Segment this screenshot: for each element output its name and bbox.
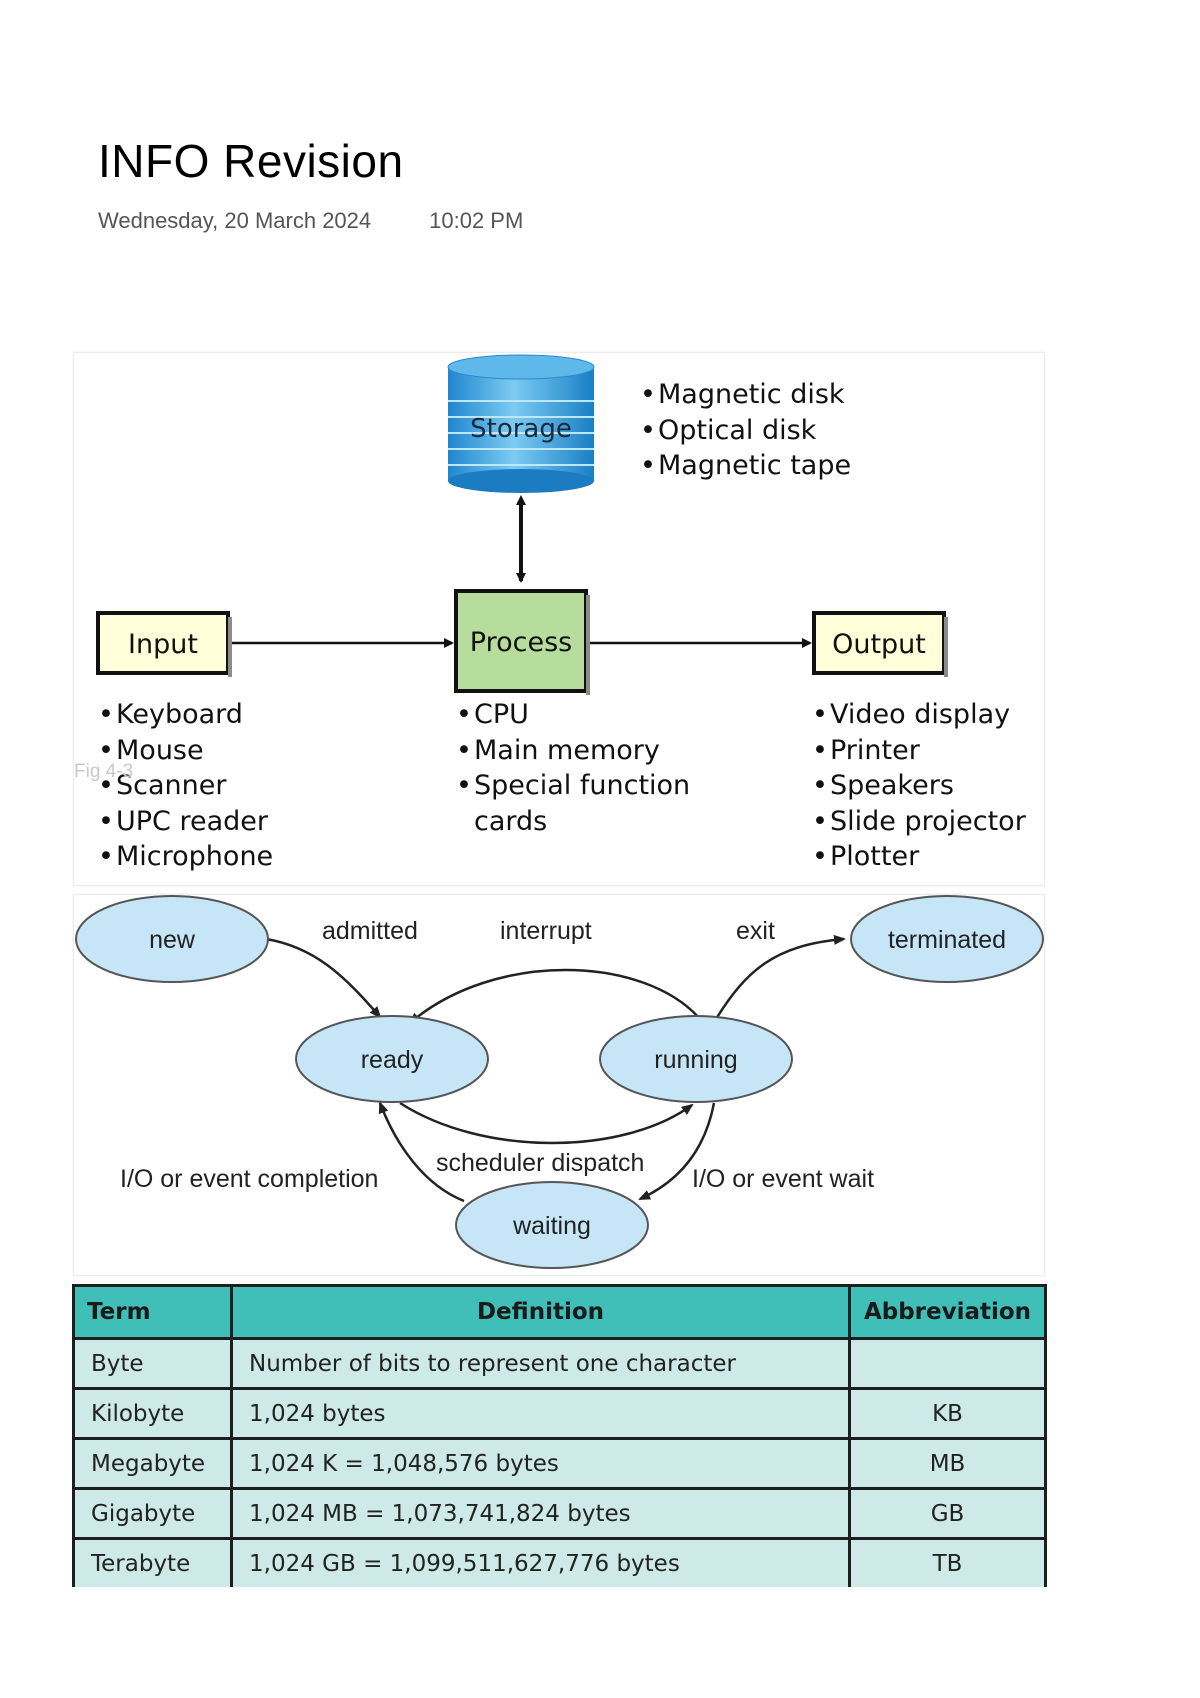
input-items: Keyboard Mouse Scanner UPC reader Microp… <box>98 697 273 875</box>
table-row: Terabyte 1,024 GB = 1,099,511,627,776 by… <box>72 1537 1047 1587</box>
edge-exit <box>714 934 846 1020</box>
state-ready: ready <box>295 1015 489 1103</box>
storage-item: Magnetic disk <box>640 377 851 413</box>
input-item: UPC reader <box>98 804 273 840</box>
input-item: Mouse <box>98 733 273 769</box>
state-running: running <box>599 1015 793 1103</box>
table-cell-term: Kilobyte <box>72 1387 233 1440</box>
storage-item: Magnetic tape <box>640 448 851 484</box>
ipo-diagram-graphics: Storage Input Process Output <box>96 354 948 695</box>
edge-io-wait <box>638 1102 716 1201</box>
table-cell-definition: 1,024 K = 1,048,576 bytes <box>230 1437 851 1490</box>
table-row: Byte Number of bits to represent one cha… <box>72 1337 1047 1390</box>
output-item: Speakers <box>812 768 1026 804</box>
table-cell-abbreviation: KB <box>848 1387 1047 1440</box>
label-exit: exit <box>736 917 775 945</box>
output-item: Printer <box>812 733 1026 769</box>
label-io-completion: I/O or event completion <box>120 1165 378 1193</box>
storage-label: Storage <box>470 414 572 444</box>
output-items: Video display Printer Speakers Slide pro… <box>812 697 1026 875</box>
state-terminated: terminated <box>850 895 1044 983</box>
table-cell-term: Megabyte <box>72 1437 233 1490</box>
edge-interrupt <box>408 968 701 1025</box>
ipo-diagram: Storage Input Process Output Magnetic di… <box>73 352 1045 886</box>
edge-scheduler-dispatch <box>399 1101 694 1145</box>
page-date: Wednesday, 20 March 2024 <box>98 208 372 233</box>
process-label: Process <box>470 627 572 658</box>
state-ready-label: ready <box>361 1046 424 1074</box>
edge-admitted <box>265 937 382 1019</box>
state-new-label: new <box>149 926 196 954</box>
figure-caption: Fig 4-3 <box>74 761 134 782</box>
table-cell-definition: Number of bits to represent one characte… <box>230 1337 851 1390</box>
table-cell-abbreviation: TB <box>848 1537 1047 1587</box>
page-time: 10:02 PM <box>429 208 524 233</box>
input-box: Input <box>96 611 232 677</box>
table-cell-definition: 1,024 bytes <box>230 1387 851 1440</box>
output-item: Slide projector <box>812 804 1026 840</box>
state-new: new <box>75 895 269 983</box>
table-cell-abbreviation: GB <box>848 1487 1047 1540</box>
table-cell-term: Byte <box>72 1337 233 1390</box>
state-waiting-label: waiting <box>512 1212 591 1240</box>
table-header-row: Term Definition Abbreviation <box>72 1284 1047 1340</box>
table-header-definition: Definition <box>230 1284 851 1340</box>
label-interrupt: interrupt <box>500 917 592 945</box>
input-item: Scanner <box>98 768 273 804</box>
input-item: Keyboard <box>98 697 273 733</box>
table-header-term: Term <box>72 1284 233 1340</box>
output-item: Plotter <box>812 839 1026 875</box>
process-box: Process <box>454 589 590 695</box>
state-running-label: running <box>654 1046 737 1074</box>
input-item: Microphone <box>98 839 273 875</box>
table-row: Megabyte 1,024 K = 1,048,576 bytes MB <box>72 1437 1047 1490</box>
process-item: CPU <box>456 697 690 733</box>
table-header-abbreviation: Abbreviation <box>848 1284 1047 1340</box>
label-io-wait: I/O or event wait <box>692 1165 874 1193</box>
table-cell-definition: 1,024 MB = 1,073,741,824 bytes <box>230 1487 851 1540</box>
state-diagram-graphics: new terminated ready running waiting adm… <box>75 895 1044 1269</box>
input-label: Input <box>128 629 198 660</box>
edge-io-completion <box>378 1101 465 1203</box>
storage-cylinder: Storage <box>447 354 595 493</box>
table-row: Kilobyte 1,024 bytes KB <box>72 1387 1047 1440</box>
storage-item: Optical disk <box>640 413 851 449</box>
table-cell-definition: 1,024 GB = 1,099,511,627,776 bytes <box>230 1537 851 1587</box>
process-item: Special function <box>456 768 690 804</box>
table-cell-abbreviation <box>848 1337 1047 1390</box>
page-title: INFO Revision <box>98 135 404 187</box>
state-waiting: waiting <box>455 1181 649 1269</box>
table-cell-abbreviation: MB <box>848 1437 1047 1490</box>
process-item: cards <box>474 805 548 837</box>
output-label: Output <box>832 629 926 660</box>
table-row: Gigabyte 1,024 MB = 1,073,741,824 bytes … <box>72 1487 1047 1540</box>
output-item: Video display <box>812 697 1026 733</box>
process-items: CPU Main memory Special function cards <box>456 697 690 839</box>
table-cell-term: Terabyte <box>72 1537 233 1587</box>
process-item: Main memory <box>456 733 690 769</box>
page-meta: Wednesday, 20 March 2024 10:02 PM <box>98 208 523 234</box>
process-state-diagram: new terminated ready running waiting adm… <box>73 894 1045 1276</box>
label-scheduler-dispatch: scheduler dispatch <box>436 1149 644 1177</box>
table-cell-term: Gigabyte <box>72 1487 233 1540</box>
storage-units-table: Term Definition Abbreviation Byte Number… <box>72 1284 1047 1587</box>
label-admitted: admitted <box>322 917 418 945</box>
state-terminated-label: terminated <box>888 926 1006 954</box>
storage-items: Magnetic disk Optical disk Magnetic tape <box>640 377 851 484</box>
output-box: Output <box>812 611 948 677</box>
